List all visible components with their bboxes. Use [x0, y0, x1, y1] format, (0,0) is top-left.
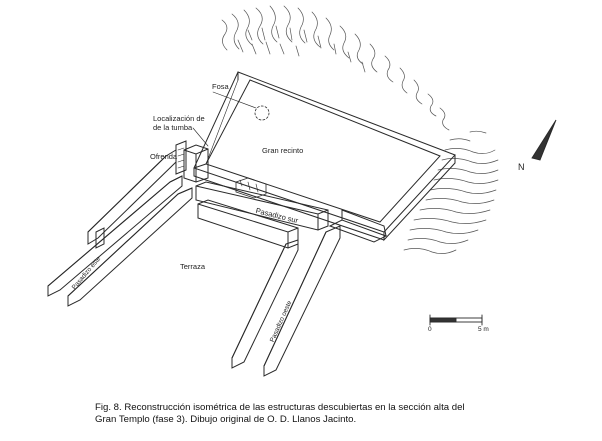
pasadizo-este-walls	[47, 175, 193, 307]
label-terraza: Terraza	[180, 262, 206, 271]
hillside-hatching	[221, 5, 450, 131]
label-localizacion-line2: de la tumba	[153, 123, 193, 132]
pasadizo-oeste-walls	[231, 209, 388, 377]
right-hatching	[403, 130, 499, 254]
label-ofrenda: Ofrenda	[150, 152, 178, 161]
caption-line-2: Gran Templo (fase 3). Dibujo original de…	[95, 414, 357, 425]
scale-start-label: 0	[428, 326, 432, 333]
pasadizo-sur-walls	[195, 177, 329, 249]
tomb-blocks	[175, 91, 270, 183]
label-localizacion-line1: Localización de	[153, 114, 205, 123]
scale-bar	[429, 314, 483, 326]
label-fosa: Fosa	[212, 82, 229, 91]
caption-line-1: Fig. 8. Reconstrucción isométrica de las…	[95, 402, 465, 413]
scale-end-label: 5 m	[478, 326, 489, 333]
north-arrow	[531, 119, 557, 161]
north-label: N	[518, 162, 525, 172]
figure-caption: Fig. 8. Reconstrucción isométrica de las…	[95, 402, 565, 426]
ofrenda-wall	[87, 149, 177, 245]
label-gran-recinto: Gran recinto	[262, 146, 304, 155]
